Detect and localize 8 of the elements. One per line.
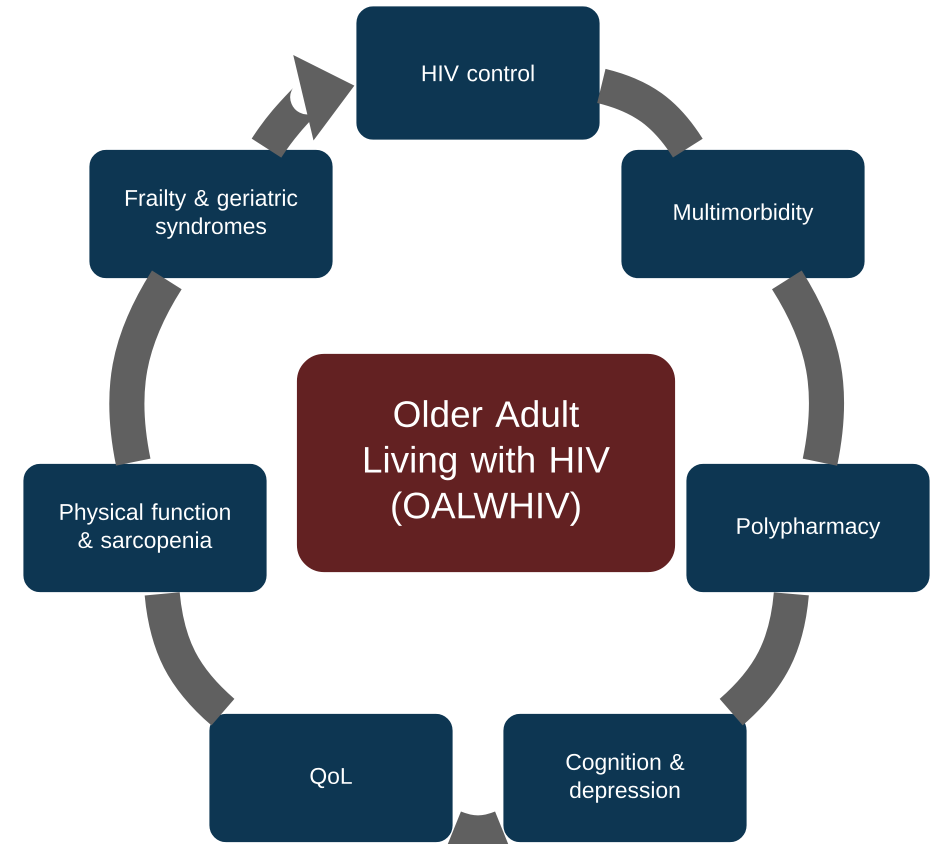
topic-box: Physical function & sarcopenia	[22, 462, 268, 594]
topic-box: Multimorbidity	[620, 148, 866, 280]
topic-box: Frailty & geriatric syndromes	[88, 148, 334, 280]
topic-box: HIV control	[354, 4, 602, 142]
topic-box: Cognition & depression	[502, 712, 748, 844]
title-box: Older Adult Living with HIV (OALWHIV)	[295, 352, 677, 574]
topic-box: Polypharmacy	[684, 462, 931, 594]
topic-box: QoL	[208, 712, 454, 844]
